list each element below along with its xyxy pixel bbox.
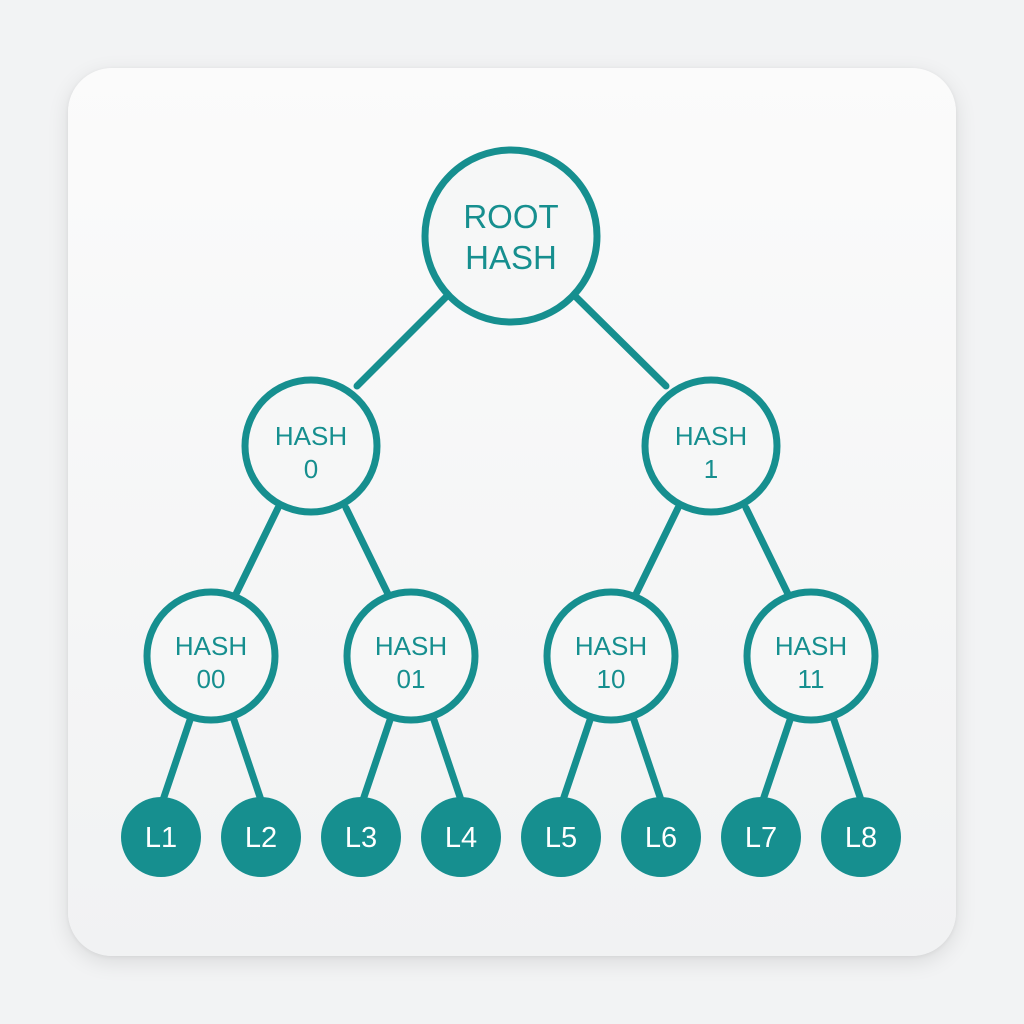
edge-hash00-l2 (230, 716, 265, 804)
hash-1-label-line2: 1 (704, 454, 718, 484)
hash-0-node: HASH 0 (241, 376, 381, 516)
edge-hash11-l7 (759, 716, 794, 804)
leaf-l4: L4 (421, 797, 501, 877)
leaf-l6: L6 (621, 797, 701, 877)
edge-root-hash0 (353, 293, 450, 390)
root-hash-node: ROOT HASH (421, 146, 601, 326)
leaf-l1-label: L1 (145, 822, 177, 854)
root-hash-label-line2: HASH (465, 239, 557, 276)
leaf-l8: L8 (821, 797, 901, 877)
hash-01-node: HASH 01 (343, 588, 479, 724)
hash-11-label-line2: 11 (798, 664, 825, 694)
leaf-l2: L2 (221, 797, 301, 877)
edge-hash10-l5 (559, 716, 594, 804)
hash-10-node: HASH 10 (543, 588, 679, 724)
edge-hash00-l1 (159, 716, 194, 804)
leaf-l4-label: L4 (445, 822, 477, 854)
hash-00-label-line2: 00 (197, 664, 226, 694)
edge-hash1-hash11 (742, 504, 792, 598)
hash-1-node: HASH 1 (641, 376, 781, 516)
leaf-l5: L5 (521, 797, 601, 877)
edge-hash10-l6 (630, 716, 665, 804)
leaf-l6-label: L6 (645, 822, 677, 854)
edge-root-hash1 (572, 293, 670, 390)
edge-hash0-hash00 (232, 504, 282, 598)
hash-10-label-line2: 10 (597, 664, 626, 694)
hash-11-label-line1: HASH (775, 631, 847, 661)
edge-hash1-hash10 (632, 504, 682, 598)
edge-hash0-hash01 (342, 504, 392, 598)
hash-01-label-line1: HASH (375, 631, 447, 661)
leaf-l7-label: L7 (745, 822, 777, 854)
hash-0-label-line2: 0 (304, 454, 318, 484)
leaf-l2-label: L2 (245, 822, 277, 854)
leaf-l3-label: L3 (345, 822, 377, 854)
edge-hash01-l3 (359, 716, 394, 804)
root-hash-label-line1: ROOT (463, 198, 558, 235)
hash-0-label-line1: HASH (275, 421, 347, 451)
hash-11-node: HASH 11 (743, 588, 879, 724)
hash-01-label-line2: 01 (397, 664, 426, 694)
leaf-l8-label: L8 (845, 822, 877, 854)
hash-10-label-line1: HASH (575, 631, 647, 661)
edge-hash01-l4 (430, 716, 465, 804)
hash-00-node: HASH 00 (143, 588, 279, 724)
edge-hash11-l8 (830, 716, 865, 804)
leaf-l7: L7 (721, 797, 801, 877)
leaf-l1: L1 (121, 797, 201, 877)
leaf-l3: L3 (321, 797, 401, 877)
hash-1-label-line1: HASH (675, 421, 747, 451)
hash-00-label-line1: HASH (175, 631, 247, 661)
leaf-l5-label: L5 (545, 822, 577, 854)
